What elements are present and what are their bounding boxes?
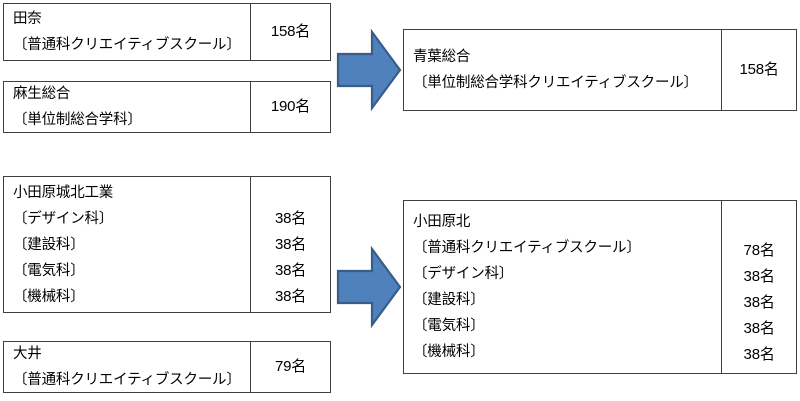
capacity-column: 78名 38名 38名 38名 38名 bbox=[721, 201, 796, 373]
merge-arrow-top bbox=[336, 27, 402, 113]
capacity-value: 38名 bbox=[743, 268, 775, 285]
capacity-value: 38名 bbox=[274, 210, 307, 227]
course-label: 〔デザイン科〕 bbox=[13, 210, 114, 227]
capacity-value: 78名 bbox=[743, 242, 775, 259]
course-label: 〔デザイン科〕 bbox=[413, 266, 514, 282]
course-label: 〔電気科〕 bbox=[413, 318, 485, 334]
capacity-column: 190名 bbox=[250, 82, 330, 132]
course-label: 〔機械科〕 bbox=[413, 344, 485, 360]
course-label: 〔単位制総合学科〕 bbox=[13, 112, 142, 128]
school-title: 小田原北 bbox=[413, 214, 471, 230]
merge-arrow-bottom bbox=[336, 244, 402, 330]
capacity-value: 190名 bbox=[270, 98, 311, 115]
course-label: 〔単位制総合学科クリエイティブスクール〕 bbox=[413, 75, 698, 91]
capacity-value: 38名 bbox=[274, 236, 307, 253]
capacity-value: 158名 bbox=[270, 23, 311, 40]
school-title: 青葉総合 bbox=[413, 49, 471, 65]
capacity-column: 79名 bbox=[250, 342, 330, 392]
result-box-aoba-sogo: 青葉総合 〔単位制総合学科クリエイティブスクール〕 158名 bbox=[403, 29, 797, 111]
source-box-tana: 田奈 〔普通科クリエイティブスクール〕 158名 bbox=[3, 3, 331, 61]
school-name-column: 田奈 〔普通科クリエイティブスクール〕 bbox=[4, 4, 250, 60]
right-arrow-icon bbox=[336, 245, 402, 329]
capacity-spacer bbox=[289, 180, 293, 206]
course-label: 〔普通科クリエイティブスクール〕 bbox=[13, 372, 241, 388]
school-title: 田奈 bbox=[13, 11, 42, 27]
course-label: 〔電気科〕 bbox=[13, 262, 85, 279]
school-title: 麻生総合 bbox=[13, 86, 71, 102]
course-label: 〔建設科〕 bbox=[13, 236, 85, 253]
school-name-column: 大井 〔普通科クリエイティブスクール〕 bbox=[4, 342, 250, 392]
school-name-column: 青葉総合 〔単位制総合学科クリエイティブスクール〕 bbox=[404, 30, 721, 110]
source-box-odawara-johoku-kogyo: 小田原城北工業 〔デザイン科〕 〔建設科〕 〔電気科〕 〔機械科〕 38名 38… bbox=[3, 176, 331, 313]
course-label: 〔建設科〕 bbox=[413, 292, 485, 308]
capacity-value: 38名 bbox=[274, 262, 307, 279]
capacity-column: 158名 bbox=[721, 30, 796, 110]
school-name-column: 小田原北 〔普通科クリエイティブスクール〕 〔デザイン科〕 〔建設科〕 〔電気科… bbox=[404, 201, 721, 373]
right-arrow-icon bbox=[336, 28, 402, 112]
course-label: 〔普通科クリエイティブスクール〕 bbox=[13, 37, 241, 53]
course-label: 〔機械科〕 bbox=[13, 288, 85, 305]
capacity-spacer bbox=[757, 212, 761, 238]
source-box-oi: 大井 〔普通科クリエイティブスクール〕 79名 bbox=[3, 341, 331, 393]
school-title: 小田原城北工業 bbox=[13, 184, 114, 201]
capacity-value: 38名 bbox=[743, 320, 775, 337]
capacity-value: 38名 bbox=[743, 346, 775, 363]
school-name-column: 小田原城北工業 〔デザイン科〕 〔建設科〕 〔電気科〕 〔機械科〕 bbox=[4, 177, 250, 312]
result-box-odawara-kita: 小田原北 〔普通科クリエイティブスクール〕 〔デザイン科〕 〔建設科〕 〔電気科… bbox=[403, 200, 797, 374]
capacity-value: 79名 bbox=[274, 358, 307, 375]
source-box-asao-sogo: 麻生総合 〔単位制総合学科〕 190名 bbox=[3, 81, 331, 133]
capacity-value: 158名 bbox=[739, 61, 779, 78]
school-title: 大井 bbox=[13, 346, 42, 362]
capacity-value: 38名 bbox=[274, 288, 307, 305]
course-label: 〔普通科クリエイティブスクール〕 bbox=[413, 240, 641, 256]
capacity-column: 158名 bbox=[250, 4, 330, 60]
school-name-column: 麻生総合 〔単位制総合学科〕 bbox=[4, 82, 250, 132]
capacity-column: 38名 38名 38名 38名 bbox=[250, 177, 330, 312]
capacity-value: 38名 bbox=[743, 294, 775, 311]
